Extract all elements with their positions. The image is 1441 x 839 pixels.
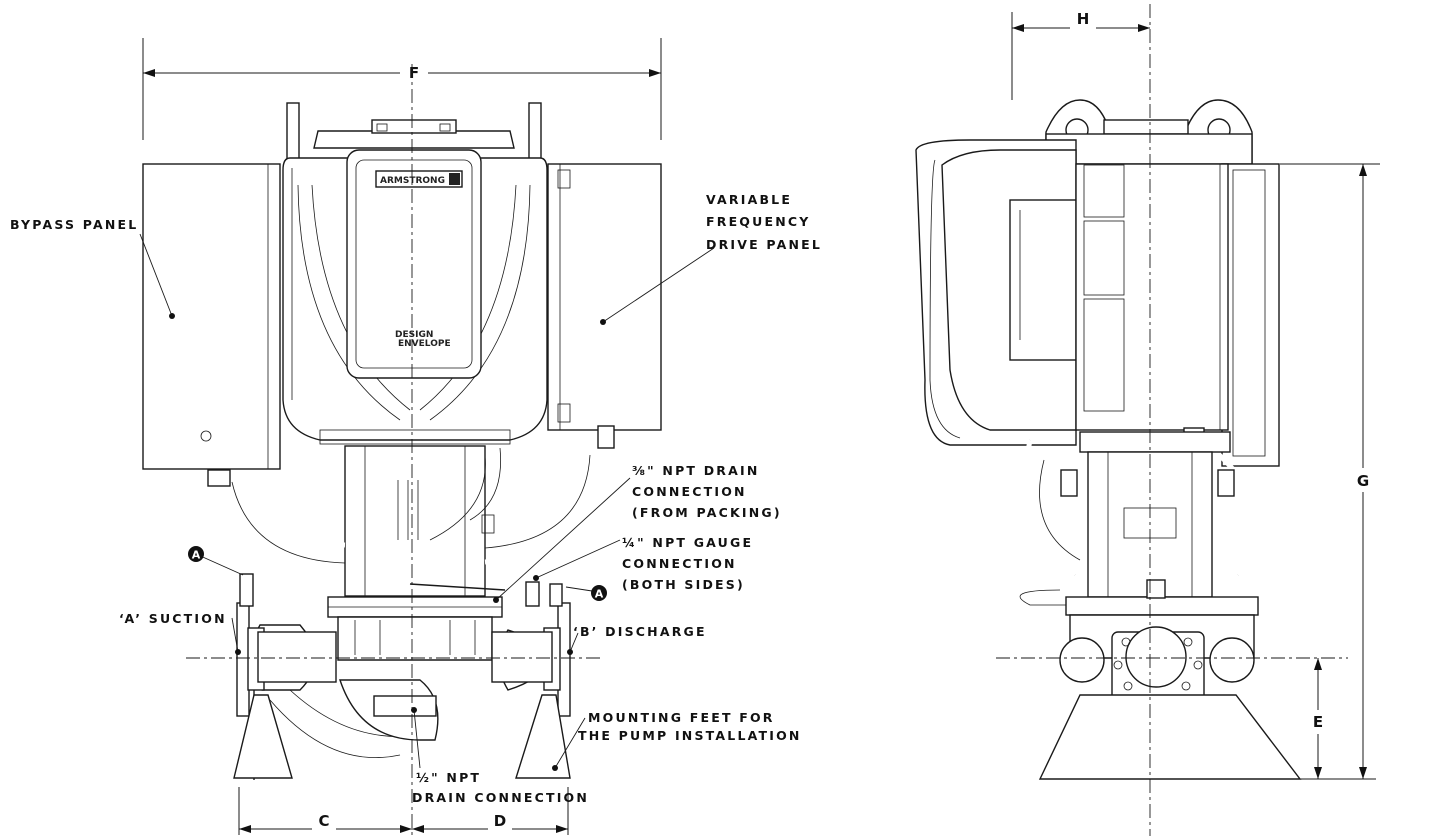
mounting-feet-label-line2: THE PUMP INSTALLATION (578, 728, 802, 743)
dimension-g-label: G (1357, 472, 1369, 490)
side-view: H (915, 4, 1380, 836)
armstrong-logo-text: ARMSTRONG (380, 176, 445, 186)
marker-a-left (188, 546, 204, 562)
dimension-d-label: D (494, 812, 506, 830)
vfd-label-line1: VARIABLE (706, 192, 792, 207)
drain-38-label-line3: (FROM PACKING) (632, 505, 782, 520)
drain-12-label-line2: DRAIN CONNECTION (412, 790, 589, 805)
svg-text:A: A (595, 588, 604, 601)
suction-label: ‘A’ SUCTION (119, 611, 227, 626)
gauge-14-label-line2: CONNECTION (622, 556, 737, 571)
design-envelope-logo-1: DESIGN (395, 330, 433, 340)
dimension-e-label: E (1313, 713, 1323, 731)
front-view: F ARMSTRONG DESIGN ENVELOPE (10, 38, 822, 835)
vfd-label-line2: FREQUENCY (706, 214, 811, 229)
drain-38-label-line1: ⅜" NPT DRAIN (632, 463, 760, 478)
marker-a-right (591, 585, 607, 601)
mounting-feet-label-line1: MOUNTING FEET FOR (588, 710, 775, 725)
svg-text:A: A (192, 549, 201, 562)
dimension-f-label: F (409, 64, 419, 82)
gauge-14-label-line3: (BOTH SIDES) (622, 577, 745, 592)
drain-12-label-line1: ½" NPT (416, 770, 481, 785)
dimension-h-label: H (1077, 10, 1090, 28)
vfd-label-line3: DRIVE PANEL (706, 237, 822, 252)
dimension-c-label: C (318, 812, 329, 830)
design-envelope-logo-2: ENVELOPE (398, 339, 451, 349)
bypass-panel (142, 163, 281, 470)
bypass-panel-label: BYPASS PANEL (10, 217, 138, 232)
discharge-label: ‘B’ DISCHARGE (573, 624, 707, 639)
vfd-panel (547, 163, 662, 431)
gauge-14-label-line1: ¼" NPT GAUGE (622, 535, 753, 550)
drain-38-label-line2: CONNECTION (632, 484, 747, 499)
